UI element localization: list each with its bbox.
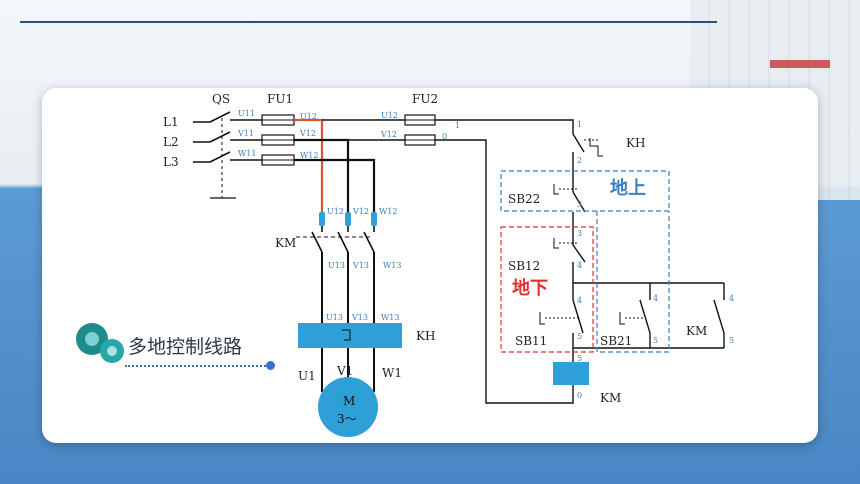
sb11-label: SB11 xyxy=(515,334,547,348)
l3-label: L3 xyxy=(163,155,179,169)
u12-top-label: U12 xyxy=(300,112,317,121)
km-main-label: KM xyxy=(275,236,296,250)
node-5d: 5 xyxy=(729,336,734,345)
node-1: 1 xyxy=(577,120,582,129)
node-5a: 5 xyxy=(577,332,582,341)
upstairs-label: 地上 xyxy=(610,177,646,199)
w1-label: W1 xyxy=(382,366,402,380)
u11-label: U11 xyxy=(238,109,255,118)
sb12-label: SB12 xyxy=(508,259,540,273)
v1-label: V1 xyxy=(336,364,353,378)
node-1-fu2: 1 xyxy=(455,121,460,130)
l2-label: L2 xyxy=(163,135,179,149)
node-5c: 5 xyxy=(653,336,658,345)
title-underline xyxy=(20,21,717,23)
v12-fu2-label: V12 xyxy=(380,130,397,139)
motor-m-label: M xyxy=(343,394,355,408)
v12-top-label: V12 xyxy=(299,129,316,138)
gears-icon xyxy=(76,323,124,363)
fu2-label: FU2 xyxy=(412,92,438,106)
u13-kh-label: U13 xyxy=(326,313,343,322)
diagram-card xyxy=(42,88,818,443)
node-0-fu2: 0 xyxy=(442,132,447,141)
qs-label: QS xyxy=(212,92,230,106)
sb21-label: SB21 xyxy=(600,334,632,348)
node-0: 0 xyxy=(577,391,582,400)
slide-title: 多地控制线路 xyxy=(128,336,243,358)
fu1-label: FU1 xyxy=(267,92,293,106)
u13-label: U13 xyxy=(328,261,345,270)
w11-label: W11 xyxy=(238,149,256,158)
w13-kh-label: W13 xyxy=(381,313,399,322)
node-3b: 3 xyxy=(577,229,582,238)
v13-kh-label: V13 xyxy=(351,313,368,322)
kh-main-label: KH xyxy=(416,329,435,343)
motor-symbol xyxy=(318,377,378,437)
v13-label: V13 xyxy=(352,261,369,270)
node-4a: 4 xyxy=(577,261,582,270)
kh-control-label: KH xyxy=(626,136,645,150)
downstairs-label: 地下 xyxy=(512,277,548,299)
w12-label: W12 xyxy=(379,207,397,216)
km-coil-label: KM xyxy=(600,391,621,405)
downstairs-zone-box xyxy=(500,226,594,353)
upstairs-zone-box xyxy=(500,170,670,212)
node-4d: 4 xyxy=(729,294,734,303)
title-dotted-line xyxy=(125,365,270,367)
node-4b: 4 xyxy=(577,296,582,305)
motor-3-label: 3～ xyxy=(337,412,357,426)
node-3a: 3 xyxy=(577,200,582,209)
v11-label: V11 xyxy=(237,129,254,138)
v12-label: V12 xyxy=(352,207,369,216)
sb22-label: SB22 xyxy=(508,192,540,206)
l1-label: L1 xyxy=(163,115,179,129)
w12-top-label: W12 xyxy=(300,151,318,160)
u12-label: U12 xyxy=(327,207,344,216)
u12-fu2-label: U12 xyxy=(381,111,398,120)
km-self-label: KM xyxy=(686,324,707,338)
w13-label: W13 xyxy=(383,261,401,270)
node-4c: 4 xyxy=(653,294,658,303)
node-5b: 5 xyxy=(577,354,582,363)
node-2: 2 xyxy=(577,156,582,165)
u1-label: U1 xyxy=(298,369,316,383)
title-dot xyxy=(266,361,275,370)
km-coil xyxy=(553,362,589,385)
